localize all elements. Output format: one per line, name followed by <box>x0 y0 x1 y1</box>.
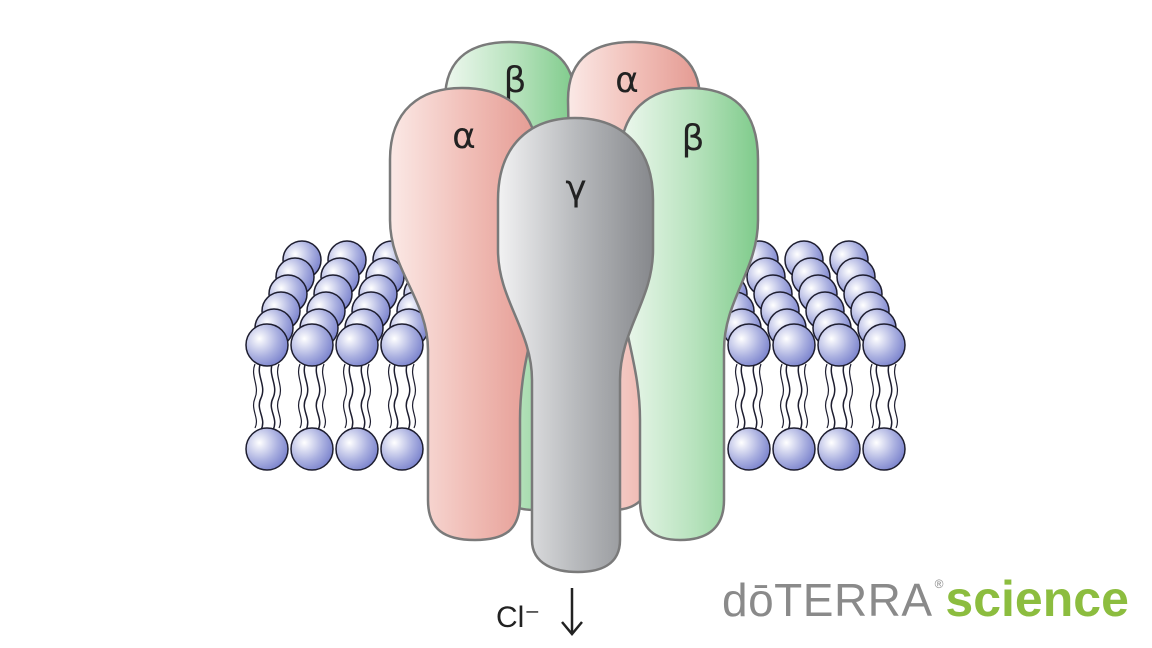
lipid-tail <box>270 361 276 431</box>
subunit-gamma-label: γ <box>565 168 586 209</box>
lipid-tail <box>803 363 809 429</box>
lipid-tail <box>297 363 303 429</box>
lipid-head-bottom <box>380 427 424 471</box>
lipid-tail <box>734 363 740 429</box>
lipid-tail <box>842 361 848 431</box>
lipid-tail <box>405 361 411 431</box>
lipid-head-top <box>727 323 771 367</box>
lipid-tail <box>758 363 764 429</box>
lipid-tail <box>315 361 321 431</box>
lipid-tail <box>252 363 258 429</box>
lipid-tail <box>303 361 309 431</box>
lipid-tail <box>342 363 348 429</box>
lipid-tail <box>411 363 417 429</box>
lipid-tail <box>797 361 803 431</box>
chloride-ion-flow: Cl⁻ <box>496 588 583 636</box>
logo-suffix-text: science <box>945 571 1129 627</box>
lipid-head-top <box>380 323 424 367</box>
subunit-front-beta: β <box>618 86 760 542</box>
lipid-tail <box>875 361 881 431</box>
subunit-front-alpha-label: α <box>452 116 476 157</box>
doterra-science-logo: dōTERRA®science <box>722 574 1129 624</box>
lipid-head-top <box>772 323 816 367</box>
lipid-tail <box>779 363 785 429</box>
lipid-tail <box>893 363 899 429</box>
lipid-head-top <box>817 323 861 367</box>
lipid-head-bottom <box>245 427 289 471</box>
subunit-gamma: γ <box>496 116 655 574</box>
subunit-gamma-shape <box>496 116 655 574</box>
down-arrow-head-icon <box>561 621 583 636</box>
lipid-tail <box>740 361 746 431</box>
lipid-tail <box>348 361 354 431</box>
lipid-tail <box>321 363 327 429</box>
lipid-head-bottom <box>817 427 861 471</box>
logo-registered-mark: ® <box>934 577 944 591</box>
logo-brand-text: dōTERRA <box>722 574 933 626</box>
lipid-tail <box>848 363 854 429</box>
lipid-head-bottom <box>335 427 379 471</box>
lipid-tail <box>258 361 264 431</box>
lipid-tail <box>752 361 758 431</box>
lipid-tail <box>830 361 836 431</box>
lipid-head-bottom <box>290 427 334 471</box>
lipid-tail <box>393 361 399 431</box>
lipid-head-bottom <box>772 427 816 471</box>
subunit-back-alpha-label: α <box>615 60 639 101</box>
lipid-tail <box>824 363 830 429</box>
subunit-back-beta-label: β <box>504 60 527 101</box>
lipid-tail <box>387 363 393 429</box>
subunit-front-beta-label: β <box>682 118 705 159</box>
lipid-head-top <box>245 323 289 367</box>
lipid-head-bottom <box>862 427 906 471</box>
lipid-tail <box>785 361 791 431</box>
subunit-front-beta-shape <box>618 86 760 542</box>
lipid-tail <box>887 361 893 431</box>
lipid-head-top <box>335 323 379 367</box>
lipid-tail <box>360 361 366 431</box>
lipid-tail <box>276 363 282 429</box>
lipid-head-top <box>290 323 334 367</box>
lipid-head-bottom <box>727 427 771 471</box>
chloride-ion-label: Cl⁻ <box>496 601 540 634</box>
lipid-tail <box>366 363 372 429</box>
lipid-tail <box>869 363 875 429</box>
lipid-head-top <box>862 323 906 367</box>
